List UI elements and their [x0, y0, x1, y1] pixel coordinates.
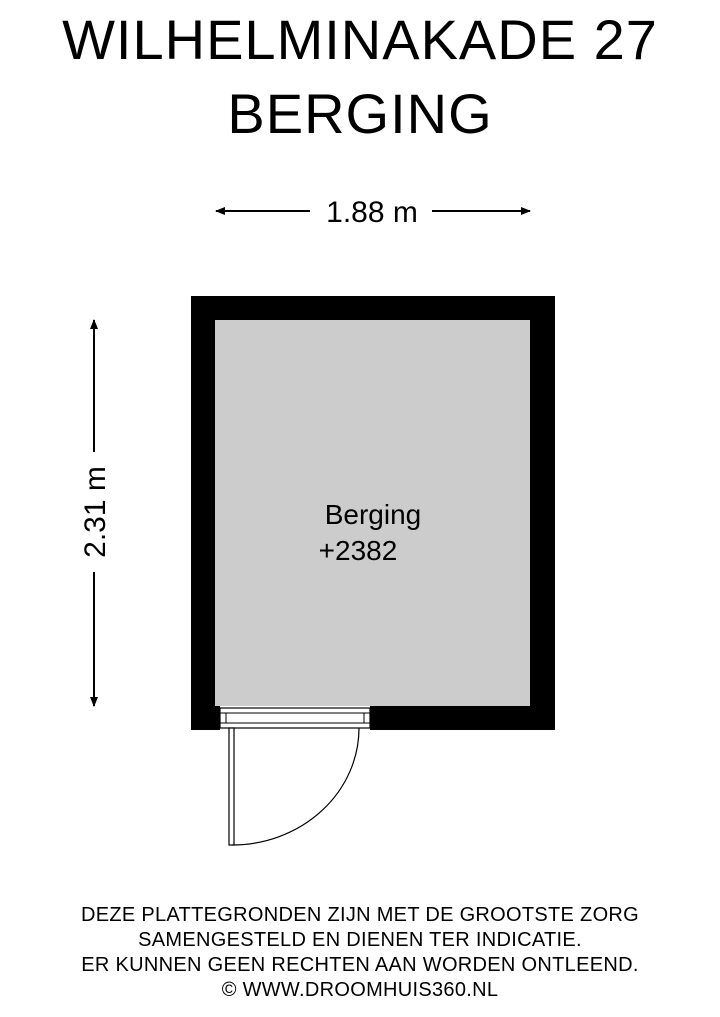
door-swing: [228, 727, 360, 846]
wall-left: [191, 296, 215, 730]
wall-right: [530, 296, 555, 730]
disclaimer-line: SAMENGESTELD EN DIENEN TER INDICATIE.: [138, 929, 582, 951]
walls: [191, 296, 555, 730]
height-label: 2.31 m: [79, 466, 112, 558]
wall-top: [191, 296, 555, 320]
door-arc: [231, 727, 360, 846]
copyright-line: © WWW.DROOMHUIS360.NL: [221, 979, 499, 1001]
width-label: 1.88 m: [326, 196, 418, 229]
disclaimer-line: ER KUNNEN GEEN RECHTEN AAN WORDEN ONTLEE…: [81, 954, 639, 976]
page-title-address: WILHELMINAKADE 27: [62, 8, 658, 71]
width-dimension: 1.88 m: [215, 196, 531, 229]
room-name: Berging: [325, 499, 422, 530]
disclaimer: DEZE PLATTEGRONDEN ZIJN MET DE GROOTSTE …: [0, 903, 720, 1003]
floor-plan: 1.88 m 2.31 m Berging +2382: [79, 196, 555, 846]
disclaimer-line: DEZE PLATTEGRONDEN ZIJN MET DE GROOTSTE …: [80, 904, 640, 926]
wall-bottom-right: [370, 706, 555, 730]
door-threshold: [219, 707, 371, 729]
page-subtitle: BERGING: [227, 82, 493, 145]
wall-bottom-left: [191, 706, 220, 730]
height-dimension: 2.31 m: [79, 319, 112, 707]
room-level: +2382: [319, 535, 398, 566]
room-floor: [215, 320, 530, 706]
door-leaf: [228, 727, 235, 846]
